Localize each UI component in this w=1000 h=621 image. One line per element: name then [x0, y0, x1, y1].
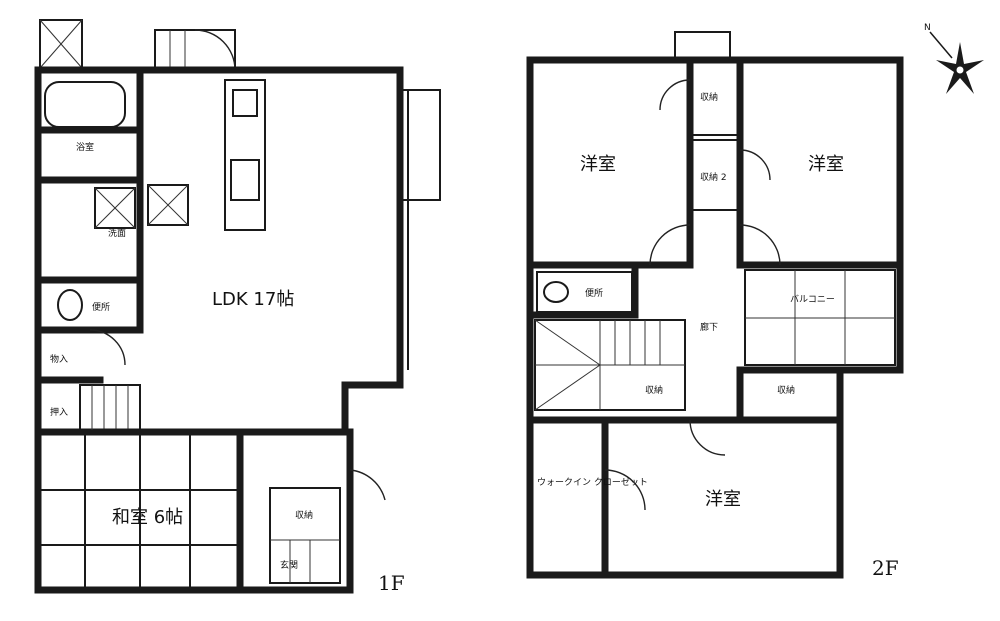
- room-label-closet-2: 収納 2: [700, 171, 727, 183]
- stove: [230, 159, 260, 201]
- entry-steps: [154, 29, 236, 71]
- floor-2-plan: 収納 収納 2 洋室 洋室 便所 バルコニー: [526, 31, 904, 580]
- room-label-closet-3: 収納: [645, 384, 663, 396]
- sink: [232, 89, 258, 117]
- room-label-senmen: 洗面: [108, 227, 126, 239]
- room-label-youshitsu-s: 洋室: [705, 489, 741, 510]
- room-label-shunou: 収納: [295, 509, 313, 521]
- fridge: [147, 184, 189, 226]
- room-label-youshitsu-ne: 洋室: [808, 154, 844, 175]
- bathtub: [44, 81, 126, 128]
- room-label-toilet-1f: 便所: [92, 301, 110, 313]
- compass-north-label: N: [924, 23, 931, 33]
- room-label-wic: ウォークイン クローゼット: [537, 476, 648, 488]
- room-label-genkan: 玄関: [280, 559, 298, 571]
- top-projection: [674, 31, 731, 61]
- room-label-toilet-2f: 便所: [585, 287, 603, 299]
- compass-star-icon: N: [924, 23, 984, 94]
- room-label-closet-1: 収納: [700, 91, 718, 103]
- kitchen-counter: [224, 79, 266, 231]
- window-bay: [399, 89, 441, 201]
- room-label-yokushitsu: 浴室: [76, 141, 94, 153]
- genkan-area: [269, 487, 341, 584]
- room-label-oshiire-1: 物入: [50, 353, 68, 365]
- room-label-balcony: バルコニー: [790, 294, 835, 305]
- wash-machine: [94, 187, 136, 229]
- stairs-1f: [79, 384, 141, 431]
- room-label-hall: 廊下: [700, 321, 718, 333]
- toilet-fixture: [57, 289, 83, 321]
- room-label-closet-4: 収納: [777, 384, 795, 396]
- room-label-oshiire-2: 押入: [50, 406, 68, 418]
- toilet-fixture-2f: [543, 281, 569, 303]
- room-label-youshitsu-nw: 洋室: [580, 154, 616, 175]
- room-label-washitsu: 和室 6帖: [112, 507, 183, 528]
- floor-1-plan: 浴室 洗面 便所 物入 押入 LDK 17帖: [34, 19, 441, 595]
- floor-label-2f: 2F: [872, 556, 899, 580]
- room-label-ldk: LDK 17帖: [212, 289, 294, 310]
- floor-label-1f: 1F: [378, 571, 405, 595]
